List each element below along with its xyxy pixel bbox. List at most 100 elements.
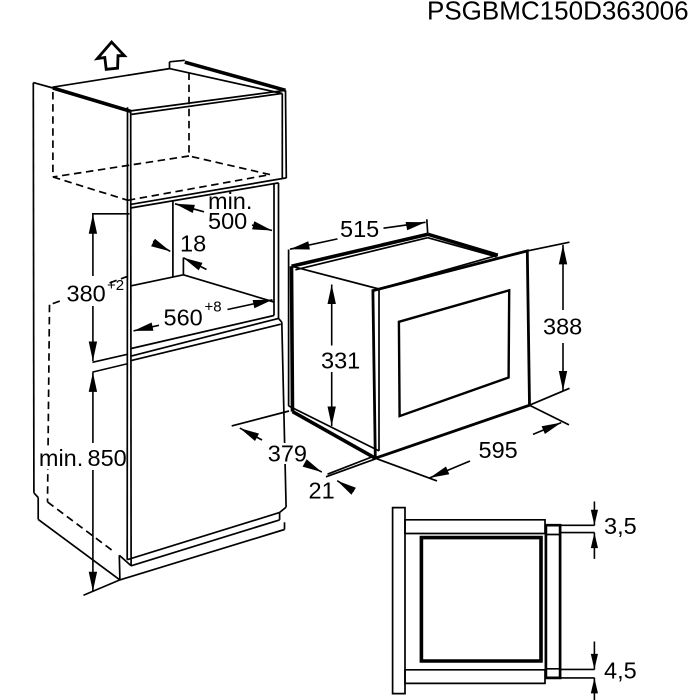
label-title: PSGBMC150D363006 [427,0,689,26]
dim-45-arrowhead-down [590,653,598,670]
label-front-width: 595 [479,437,518,463]
door-bottom-edge [126,511,280,561]
dim-379-extension-left [231,410,290,427]
dim-331-arrowhead-bottom [327,406,336,426]
label-panel-thickness: 18 [180,230,206,256]
dim-850-tick-top [92,362,129,373]
niche-top-edge-inner [131,182,279,209]
door-top-edge [130,323,282,362]
dim-595-arrowhead-left [429,466,450,478]
label-floor-clearance-prefix: min. [39,445,83,471]
oven-door-window [397,288,511,418]
label-bg-380 [63,279,108,305]
niche-floor-back-edge [131,273,184,287]
dim-560-arrowhead-right [252,299,273,309]
niche-to-door-step [277,317,283,323]
dim-379-arrowhead-left [239,428,259,441]
cabinet-left-back-edge [32,82,35,493]
section-frame-plate [544,523,562,680]
labels: PSGBMC150D363006 min. 500 18 560 +8 380 … [39,0,689,684]
cabinet-bottom-panel-edge [130,519,280,567]
dim-21-extension-inner [327,455,374,475]
section-bottom-panel [404,668,546,685]
oven-top-right-inner-edge [427,236,497,258]
dim-850-arrowhead-bottom [88,571,98,592]
cabinet-top-rim-left-edge [52,86,132,114]
label-niche-height: 380 [67,280,106,306]
dim-850-tick-bottom [83,579,121,596]
label-niche-depth-prefix: min. [208,188,252,214]
dim-45-arrowhead-up [590,677,598,694]
dim-850-arrowhead-top [88,372,98,392]
dim-21-arrowhead [337,480,356,495]
dim-18-arrowhead-right [183,257,203,271]
dim-560-arrowhead-left [133,322,154,331]
plinth-left-notch-top [118,554,132,567]
dim-388-extension-bottom [529,387,570,406]
oven-top-left-edge [291,265,380,290]
dim-379-arrowhead-right [302,459,322,473]
oven-top-back-edge [291,232,429,268]
label-front-height: 331 [321,348,360,374]
label-depth: 379 [268,441,307,467]
dim-35-arrowhead-down [590,509,598,526]
niche-top-edge-outer [131,177,287,206]
dim-380-arrowhead-bottom [88,341,98,361]
dim-35-arrowhead-up [590,532,598,549]
label-niche-width: 560 [164,304,203,330]
niche-shelf-front-edge [130,317,279,357]
cabinet-top-rim-front-inner [131,92,283,116]
section-back-panel [391,506,406,695]
section-frame-plate-bottom-cap [545,667,561,679]
section-top-panel [404,518,546,535]
oven-top-back-inner-edge [295,236,428,271]
hidden-bottom-back-edge [46,501,116,553]
oven-bottom-left-inner-edge [288,405,380,452]
door-right-edge-upper [280,322,286,444]
section-frame-plate-top-cap [545,524,561,536]
dim-595-arrowhead-right [541,422,562,434]
oven-front-frame [371,249,531,461]
dim-515-arrowhead-right [405,222,426,231]
oven-top-right-edge [427,232,499,257]
hidden-cavity-floor-right-edge [188,155,271,176]
dim-515-extension-right [425,219,429,234]
dim-388-arrowhead-top [558,244,568,265]
label-bg-850 [36,446,125,469]
door-right-edge-lower [284,463,287,508]
dim-515-arrowhead-left [290,241,310,250]
dim-500-arrowhead-left [175,203,195,213]
dim-21-extension-outer [325,458,376,478]
cabinet-left-panel-top-edge [33,81,54,89]
cabinet-top-rim-right-edge [184,60,286,93]
hidden-cavity-floor-back-edge [52,155,190,178]
label-top-width: 515 [340,216,379,242]
cabinet-back-panel-notch-top [169,59,185,63]
plinth-left-notch-edge [118,555,121,580]
cabinet-right-edge-upper [284,90,288,179]
cabinet-top-rim-front-outer [130,89,286,112]
oven-back-left-edge [289,266,295,412]
dim-331-arrowhead-top [327,284,336,304]
dim-388-arrowhead-bottom [558,371,568,391]
label-niche-width-tol: +8 [205,299,222,316]
label-niche-depth: 500 [208,208,247,234]
dim-380-arrowhead-top [88,214,98,234]
label-bottom-overlap: 4,5 [604,658,637,684]
label-top-overlap: 3,5 [604,513,637,539]
upward-direction-arrow [93,40,128,71]
label-niche-height-tol: +2 [107,277,124,294]
dim-500-arrowhead-right [252,221,272,231]
cabinet-left-bottom-edge [37,518,121,581]
cabinet-left-bottom-step [33,492,39,499]
plinth-bottom-edge [119,528,285,581]
oven-bottom-left-edge [291,410,377,460]
dim-380-tick-bottom [92,353,129,364]
niche-bottom-front-edge [131,314,275,350]
niche-floor-right-edge [183,273,275,303]
label-frame-overhang: 21 [309,478,335,504]
dim-18-arrowhead-left [151,238,171,252]
dim-595-extension-right [529,404,570,426]
